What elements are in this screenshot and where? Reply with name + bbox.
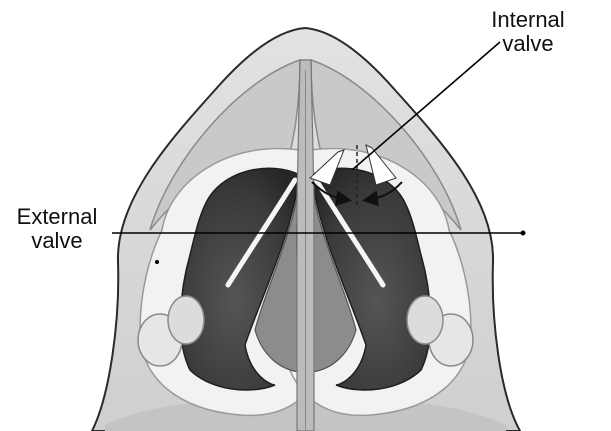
internal-valve-label: Internal valve: [478, 8, 578, 56]
external-valve-left-dot: [155, 260, 159, 264]
external-valve-label: External valve: [2, 205, 112, 253]
internal-valve-label-line1: Internal: [478, 8, 578, 32]
left-alar-lobule-inner: [168, 296, 204, 344]
external-valve-leader-dot: [521, 231, 526, 236]
right-alar-lobule-inner: [407, 296, 443, 344]
internal-valve-label-line2: valve: [478, 32, 578, 56]
external-valve-label-line1: External: [2, 205, 112, 229]
external-valve-label-line2: valve: [2, 229, 112, 253]
